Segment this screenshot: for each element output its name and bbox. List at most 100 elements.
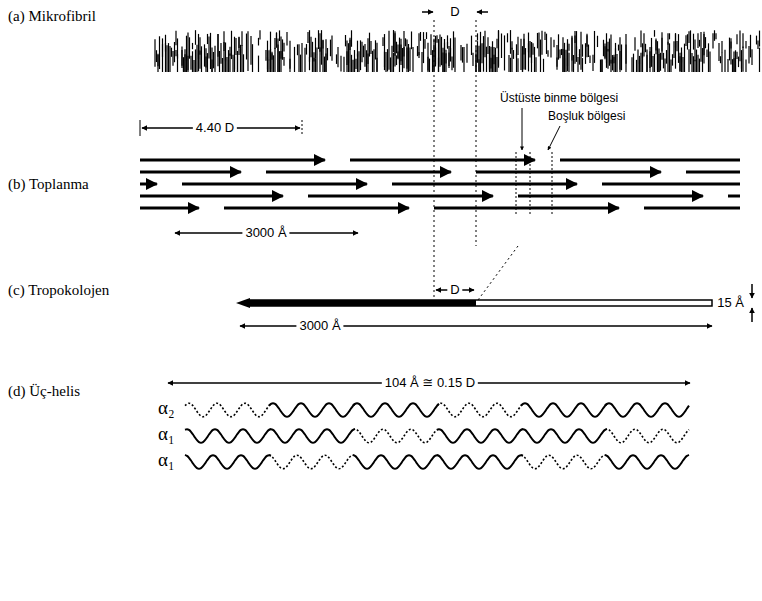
fibril-stroke <box>721 41 722 52</box>
fibril-stroke <box>289 41 290 69</box>
fibril-stroke <box>672 54 673 65</box>
fibril-stroke <box>741 58 742 72</box>
dimension-tick <box>302 120 303 136</box>
fibril-stroke <box>315 59 316 72</box>
fibril-stroke <box>231 31 232 59</box>
tropocollagen-molecule <box>644 207 740 210</box>
helix-chain <box>521 429 607 443</box>
fibril-stroke <box>322 40 323 72</box>
fibril-stroke <box>195 49 196 72</box>
fibril-stroke <box>367 38 368 64</box>
fibril-stroke <box>631 57 632 72</box>
fibril-stroke <box>508 55 509 72</box>
fibril-stroke <box>354 60 355 72</box>
fibril-stroke <box>444 39 445 51</box>
fibril-stroke <box>453 31 454 67</box>
fibril-stroke <box>384 52 385 71</box>
fibril-stroke <box>210 33 211 69</box>
fibril-stroke <box>645 44 646 52</box>
fibril-stroke <box>229 53 230 72</box>
tropocollagen-molecule <box>182 183 367 186</box>
label: 4.40 D <box>193 121 237 135</box>
fibril-stroke <box>702 48 703 72</box>
fibril-stroke <box>316 47 317 54</box>
fibril-stroke <box>682 57 683 72</box>
tropocollagen-molecule <box>560 159 740 162</box>
fibril-stroke <box>229 47 230 56</box>
fibril-stroke <box>154 39 155 67</box>
fibril-stroke <box>693 34 694 50</box>
fibril-stroke <box>609 39 610 66</box>
label: 15 Å <box>717 296 744 310</box>
fibril-stroke <box>655 38 656 54</box>
fibril-stroke <box>724 50 725 72</box>
helix-chain <box>605 403 689 417</box>
label: Üstüste binme bölgesi <box>500 92 618 105</box>
fibril-stroke <box>675 34 676 69</box>
fibril-stroke <box>300 55 301 72</box>
fibril-stroke <box>498 31 499 66</box>
fibril-stroke <box>310 37 311 58</box>
microfibril <box>155 30 760 72</box>
fibril-stroke <box>271 52 272 60</box>
fibril-stroke <box>352 60 353 72</box>
fibril-stroke <box>735 50 736 72</box>
fibril-stroke <box>441 37 442 65</box>
fibril-stroke <box>280 36 281 58</box>
fibril-stroke <box>646 49 647 72</box>
helix-chain <box>605 429 689 443</box>
fibril-stroke <box>283 43 284 52</box>
fibril-stroke <box>562 37 563 72</box>
fibril-stroke <box>396 42 397 54</box>
aggregation <box>140 160 740 208</box>
fibril-stroke <box>742 33 743 48</box>
fibril-stroke <box>205 48 206 67</box>
fibril-stroke <box>562 49 563 72</box>
fibril-stroke <box>399 38 400 64</box>
fibril-stroke <box>282 39 283 58</box>
fibril-stroke <box>510 58 511 72</box>
fibril-stroke <box>582 44 583 56</box>
fibril-stroke <box>196 45 197 72</box>
label: α₂ <box>158 398 175 419</box>
fibril-stroke <box>319 47 320 72</box>
label: (b) Toplanma <box>8 176 89 193</box>
fibril-stroke <box>306 44 307 55</box>
fibril-stroke <box>522 46 523 72</box>
fibril-stroke <box>594 31 595 63</box>
helix-chain <box>269 455 355 469</box>
fibril-stroke <box>181 47 182 68</box>
fibril-stroke <box>658 49 659 72</box>
fibril-stroke <box>736 34 737 44</box>
fibril-stroke <box>504 35 505 70</box>
fibril-stroke <box>327 48 328 60</box>
leader-line <box>548 126 560 150</box>
tropocollagen-molecule <box>686 171 740 174</box>
fibril-stroke <box>279 51 280 72</box>
fibril-stroke <box>597 36 598 47</box>
fibril-stroke <box>259 30 260 39</box>
fibril-stroke <box>316 55 317 72</box>
fibril-stroke <box>604 43 605 59</box>
fibril-stroke <box>694 39 695 61</box>
fibril-stroke <box>162 38 163 57</box>
fibril-stroke <box>495 48 496 72</box>
region-line <box>552 152 553 214</box>
fibril-stroke <box>759 31 760 47</box>
fibril-stroke <box>489 49 490 72</box>
fibril-stroke <box>550 37 551 57</box>
fibril-stroke <box>157 54 158 67</box>
fibril-stroke <box>654 54 655 72</box>
fibril-stroke <box>661 32 662 59</box>
fibril-stroke <box>714 30 715 41</box>
fibril-stroke <box>478 46 479 72</box>
fibril-stroke <box>361 42 362 63</box>
fibril-stroke <box>171 48 172 57</box>
fibril-stroke <box>640 31 641 48</box>
fibril-stroke <box>385 52 386 72</box>
fibril-stroke <box>532 43 533 54</box>
fibril-stroke <box>685 35 686 46</box>
fibril-stroke <box>357 41 358 57</box>
fibril-stroke <box>679 53 680 71</box>
